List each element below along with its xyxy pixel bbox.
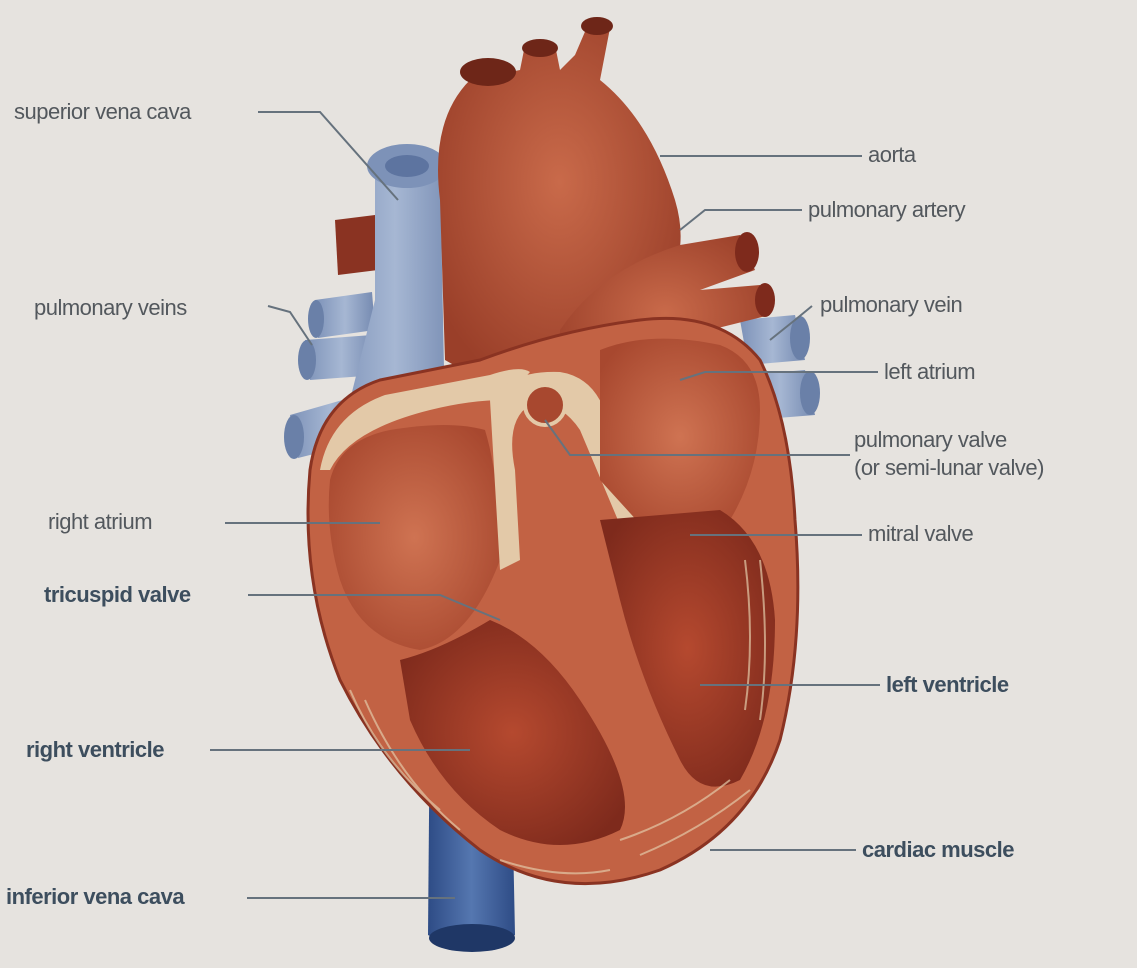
label-inferior-vena-cava: inferior vena cava xyxy=(6,885,184,909)
label-right-atrium: right atrium xyxy=(48,510,152,534)
heart-body xyxy=(308,318,798,883)
label-aorta: aorta xyxy=(868,143,916,167)
label-tricuspid-valve: tricuspid valve xyxy=(44,583,191,607)
label-pulmonary-valve-alt: (or semi-lunar valve) xyxy=(854,456,1044,480)
label-pulmonary-veins: pulmonary veins xyxy=(34,296,187,320)
label-superior-vena-cava: superior vena cava xyxy=(14,100,191,124)
label-pulmonary-vein: pulmonary vein xyxy=(820,293,962,317)
label-pulmonary-valve: pulmonary valve xyxy=(854,428,1007,452)
label-left-ventricle: left ventricle xyxy=(886,673,1009,697)
left-atrium-chamber xyxy=(600,339,760,535)
label-right-ventricle: right ventricle xyxy=(26,738,164,762)
label-mitral-valve: mitral valve xyxy=(868,522,973,546)
label-pulmonary-artery: pulmonary artery xyxy=(808,198,965,222)
label-cardiac-muscle: cardiac muscle xyxy=(862,838,1014,862)
label-left-atrium: left atrium xyxy=(884,360,975,384)
